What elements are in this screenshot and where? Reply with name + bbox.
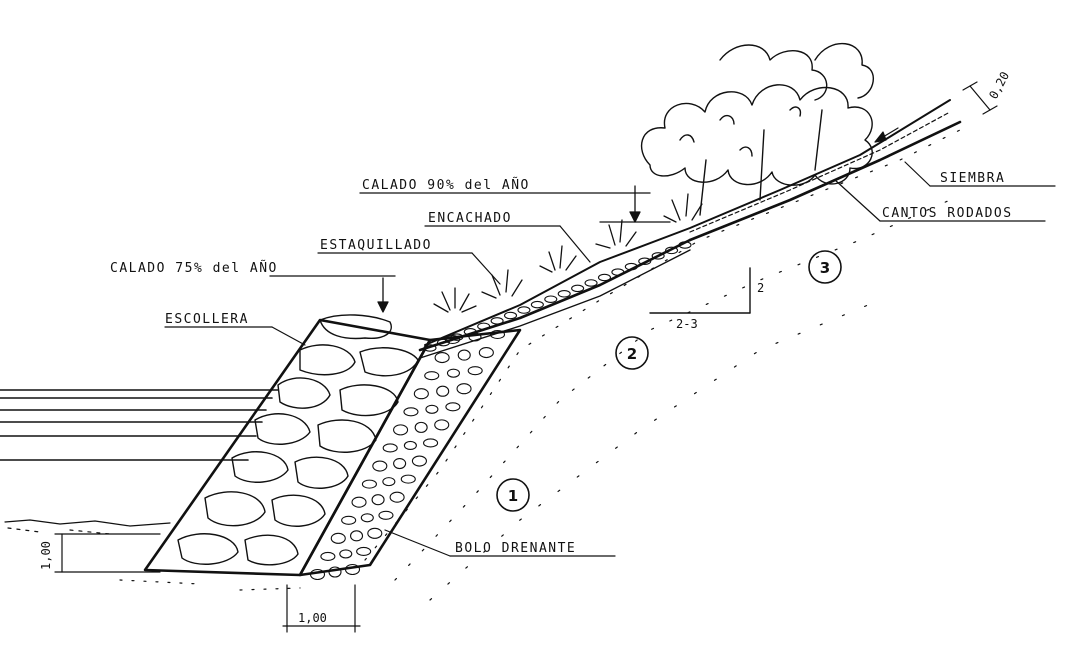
water-level-markers: [269, 185, 671, 313]
calado-75-label: CALADO 75% del AÑO: [110, 260, 278, 276]
drainage-cobble: [330, 532, 346, 544]
drainage-cobble: [467, 366, 483, 376]
drainage-cobble: [378, 510, 394, 520]
estaquillado-plants: [433, 193, 703, 313]
encachado-cobble: [611, 268, 625, 276]
drainage-cobble: [393, 457, 407, 470]
drainage-cobble: [468, 332, 482, 342]
base-height-label: 1,00: [39, 541, 53, 570]
encachado-cobble: [624, 262, 638, 271]
drainage-cobble: [456, 383, 472, 395]
bolo-drenante-label: BOLO DRENANTE: [455, 541, 576, 556]
drainage-cobble: [328, 566, 342, 578]
encachado-cobble: [678, 241, 692, 249]
drainage-cobble: [446, 368, 461, 378]
drainage-cobble: [457, 349, 471, 361]
thickness-dimension: [874, 81, 998, 143]
drainage-cobble: [400, 474, 416, 484]
water-lines: [0, 389, 279, 461]
drainage-cobble: [434, 419, 450, 431]
encachado-cobble: [490, 317, 504, 325]
estaquillado-label: ESTAQUILLADO: [320, 238, 432, 253]
annotations: CALADO 90% del AÑO ENCACHADO ESTAQUILLAD…: [39, 69, 1013, 625]
drainage-cobble: [413, 388, 429, 400]
encachado-cobble: [665, 246, 679, 255]
slope-rise-label: 2: [757, 281, 764, 295]
drainage-cobble: [349, 530, 364, 542]
encachado-label: ENCACHADO: [428, 211, 512, 226]
encachado-cobble: [557, 290, 571, 298]
siembra-label: SIEMBRA: [940, 171, 1005, 186]
drainage-cobble: [309, 568, 326, 581]
drainage-cobble: [360, 513, 374, 523]
slope-surface: [424, 99, 951, 346]
drainage-cobble: [424, 371, 440, 381]
drainage-cobble: [393, 424, 409, 436]
encachado-cobble: [503, 311, 518, 320]
drainage-cobble: [344, 563, 361, 576]
terrain-texture: [119, 129, 961, 601]
slope-ratio-indicator: [649, 267, 751, 314]
drainage-cobble: [425, 404, 439, 414]
zone-1-label: 1: [508, 487, 518, 505]
drainage-cobble: [489, 329, 506, 340]
encachado-cobble: [638, 257, 652, 266]
drainage-cobble: [341, 515, 357, 525]
drainage-cobble: [372, 460, 388, 472]
drainage-cobble: [434, 352, 450, 364]
drainage-cobble: [411, 455, 427, 467]
base-width-label: 1,00: [298, 611, 327, 625]
encachado-cobble: [597, 273, 612, 282]
encachado-cobble: [584, 279, 598, 287]
encachado-cobble: [517, 306, 531, 314]
drainage-cobble: [414, 421, 428, 433]
drainage-cobble: [367, 527, 383, 539]
leader-lines: [164, 161, 1056, 557]
bolo-drenante-layer: [298, 328, 522, 581]
encachado-cobble: [544, 295, 558, 303]
cantos-rodados-label: CANTOS RODADOS: [882, 206, 1013, 221]
drainage-cobble: [444, 334, 461, 345]
encachado-cobble: [651, 252, 665, 260]
slope-run-label: 2-3: [676, 317, 698, 331]
encachado-cobble: [571, 284, 585, 293]
thickness-label: 0,20: [986, 69, 1012, 101]
drainage-cobble: [339, 549, 353, 559]
drainage-cobble: [382, 443, 398, 453]
encachado-cobble: [423, 344, 437, 352]
riverbed: [4, 519, 171, 535]
base-dimensions: [54, 533, 361, 633]
drainage-cobble: [371, 494, 385, 506]
encachado-cobble: [530, 300, 544, 309]
drainage-cobble: [382, 477, 396, 487]
zone-2-label: 2: [627, 345, 637, 363]
calado-90-label: CALADO 90% del AÑO: [362, 177, 530, 193]
encachado-cobble: [477, 322, 491, 331]
drainage-cobble: [320, 551, 336, 561]
shrubs: [640, 43, 874, 216]
drainage-cobble: [403, 407, 419, 417]
drainage-cobble: [445, 402, 461, 412]
drainage-cobble: [403, 440, 417, 451]
zone-3-label: 3: [820, 259, 830, 277]
encachado-layer: [418, 238, 692, 359]
drainage-cobble: [356, 546, 372, 556]
drainage-cobble: [423, 438, 439, 448]
drainage-cobble: [351, 496, 367, 508]
drainage-cobble: [436, 385, 450, 397]
zone-markers: 1 2 3: [496, 250, 842, 512]
drainage-cobble: [478, 347, 494, 359]
drainage-cobble: [389, 491, 405, 503]
drainage-cobble: [361, 479, 377, 489]
escollera-label: ESCOLLERA: [165, 312, 249, 327]
